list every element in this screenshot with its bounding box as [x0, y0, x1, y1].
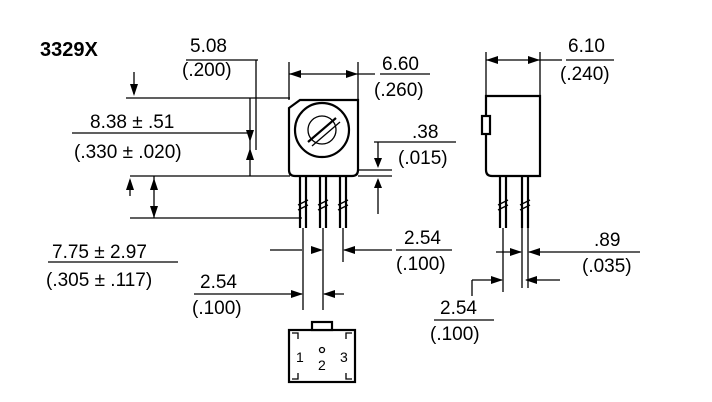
side-knob — [480, 114, 492, 136]
pin-label-2: 2 — [318, 357, 326, 373]
dim-standoff-arrow-top — [374, 158, 382, 168]
dim-lead-arrow-up — [150, 178, 158, 190]
dim-pitch-front-arrow-left — [291, 290, 303, 298]
dim-body-in: (.330 ± .020) — [74, 142, 182, 163]
dim-pitch2-mm: 2.54 — [404, 228, 441, 249]
dim-pitch-mm: 2.54 — [200, 272, 237, 293]
pin-label-1: 1 — [296, 349, 304, 365]
dim-pitch2-in: (.100) — [396, 254, 446, 275]
dim-body: 8.38 ± .51 (.330 ± .020) — [72, 98, 290, 177]
dim-lead-arrow-top — [126, 178, 134, 190]
dim-underlines — [194, 59, 640, 321]
dim-pitch3-arrow-left — [491, 276, 503, 284]
dim-pitch-front-upper: 2.54 (.100) — [270, 228, 446, 275]
dim-thickness: .89 (.035) — [496, 228, 632, 288]
dim-width-mm: 6.60 — [382, 54, 419, 75]
rotor-slot-edge — [311, 121, 341, 147]
dim-thickness-arrow-left — [510, 248, 522, 256]
dim-thickness-mm: .89 — [594, 230, 620, 251]
dim-pitch-front-lower: 2.54 (.100) — [192, 228, 344, 319]
dim-height-arrow — [130, 84, 138, 96]
front-pin-kink-3 — [337, 199, 349, 211]
dim-pitch3-in: (.100) — [430, 324, 480, 345]
bottom-corner-tl — [292, 332, 299, 339]
side-view — [480, 94, 542, 228]
dim-width-in: (.260) — [374, 80, 424, 101]
dim-body-arrow-up — [246, 130, 254, 142]
dim-pitch3-mm: 2.54 — [440, 298, 477, 319]
side-body-outline — [484, 94, 542, 178]
dim-body-mm: 8.38 ± .51 — [90, 112, 174, 133]
bottom-center-hole — [318, 346, 326, 354]
dim-body-arrow-down — [246, 148, 254, 160]
dim-thickness-in: (.035) — [582, 256, 632, 277]
dim-standoff-mm: .38 — [412, 122, 438, 143]
dim-height-mm: 5.08 — [190, 36, 227, 57]
bottom-corner-tr — [345, 332, 352, 339]
dim-height-in: (.200) — [182, 60, 232, 81]
dim-width: 6.60 (.260) — [288, 54, 424, 101]
dim-standoff: .38 (.015) — [358, 122, 448, 214]
dim-standoff-in: (.015) — [398, 148, 448, 169]
dim-depth-mm: 6.10 — [568, 36, 605, 57]
side-pin-kink-left — [497, 199, 509, 211]
front-pin-kink-1 — [297, 199, 309, 211]
dim-pitch2-arrow-left — [311, 246, 323, 254]
dim-lead-arrow-down — [150, 206, 158, 218]
dim-pitch-side: 2.54 (.100) — [430, 228, 560, 345]
pin-label-3: 3 — [340, 349, 348, 365]
dim-lead-mm: 7.75 ± 2.97 — [52, 242, 147, 263]
bottom-view: 1 2 3 — [287, 320, 357, 384]
rotor-slot — [307, 117, 337, 143]
dim-depth-arrow-right — [528, 56, 540, 64]
dim-lead: 7.75 ± 2.97 (.305 ± .117) — [46, 176, 302, 291]
front-view — [287, 98, 360, 228]
dim-pitch2-arrow-right — [343, 246, 355, 254]
dim-height: 5.08 (.200) — [126, 36, 290, 150]
model-title: 3329X — [40, 39, 98, 61]
dim-depth-in: (.240) — [560, 64, 610, 85]
dim-standoff-arrow-bottom — [374, 178, 382, 188]
bottom-corner-br — [345, 373, 352, 380]
dim-depth-arrow-left — [486, 56, 498, 64]
dim-pitch3-arrow-right — [525, 276, 537, 284]
rotor-inner-circle — [307, 115, 337, 145]
front-pin-kink-2 — [317, 199, 329, 211]
bottom-corner-bl — [292, 373, 299, 380]
dim-thickness-arrow-right — [528, 248, 540, 256]
dim-lead-in: (.305 ± .117) — [46, 270, 152, 291]
dim-width-arrow-left — [289, 70, 301, 78]
dim-pitch-front-arrow-right — [323, 290, 335, 298]
dim-depth: 6.10 (.240) — [485, 36, 610, 96]
front-pins — [297, 176, 349, 228]
dim-pitch-in: (.100) — [192, 298, 242, 319]
front-body-outline — [287, 98, 360, 178]
bottom-tab — [310, 320, 334, 332]
rotor-circle — [293, 101, 351, 159]
side-pin-kink-right — [519, 199, 531, 211]
dim-width-arrow-right — [346, 70, 358, 78]
